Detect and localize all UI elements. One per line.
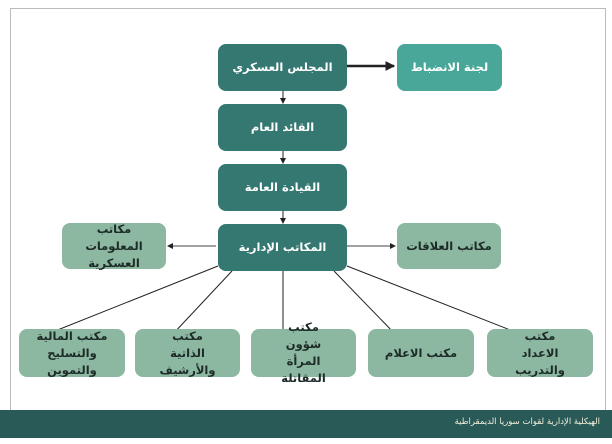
node-media-office: مكتب الاعلام [368, 329, 474, 377]
node-administrative-offices: المكاتب الإدارية [218, 224, 347, 271]
node-military-council: المجلس العسكري [218, 44, 347, 91]
arrow-to-media [333, 270, 397, 336]
node-personnel-office: مكتب الذاتية والأرشيف [135, 329, 240, 377]
node-military-intelligence: مكاتب المعلومات العسكرية [62, 222, 166, 270]
arrow-to-personnel [171, 270, 233, 336]
node-relations-offices: مكاتب العلاقات [397, 223, 501, 269]
caption-bar: الهيكلية الإدارية لقوات سوريا الديمقراطي… [0, 410, 612, 438]
node-finance-office: مكتب المالية والتسليح والتموين [19, 329, 125, 377]
node-general-command: القيادة العامة [218, 164, 347, 211]
node-general-commander: القائد العام [218, 104, 347, 151]
arrow-to-training [346, 265, 524, 336]
caption: الهيكلية الإدارية لقوات سوريا الديمقراطي… [454, 417, 600, 427]
node-women-office: مكتب شؤون المرأة المقاتلة [251, 320, 356, 385]
node-discipline-committee: لجنة الانضباط [397, 44, 502, 91]
diagram-frame [10, 8, 606, 410]
node-training-office: مكتب الاعداد والتدريب [487, 329, 593, 377]
arrow-to-finance [44, 265, 219, 336]
